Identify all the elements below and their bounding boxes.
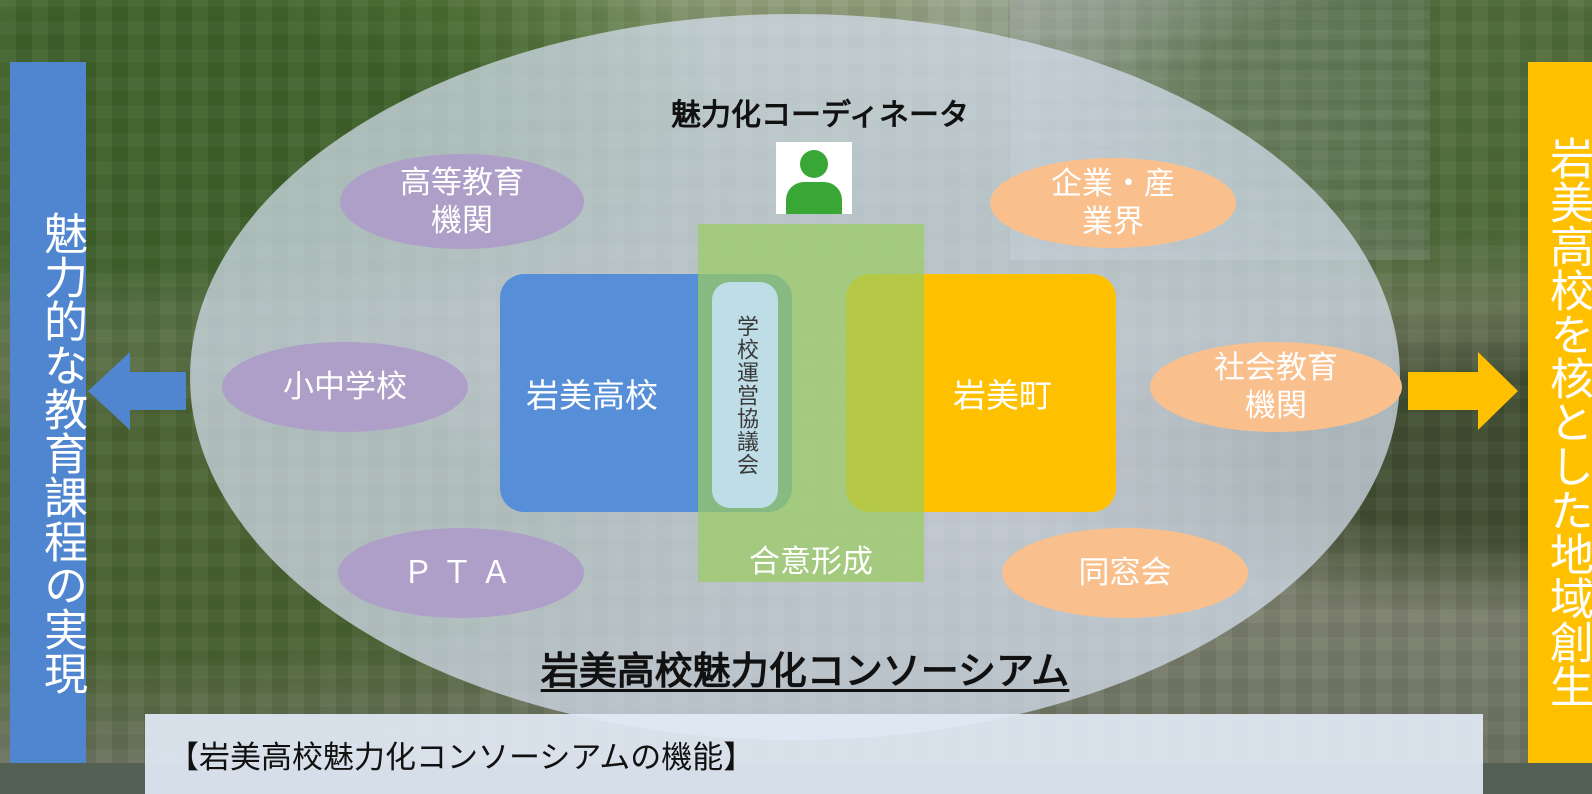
person-icon [776,142,852,214]
pta-bubble: ＰＴＡ [338,528,584,618]
right-banner-text: 岩美高校を核とした地域創生 [1542,135,1592,708]
alumni-bubble: 同窓会 [1002,528,1248,618]
consensus-label: 合意形成 [749,544,873,580]
school-council-label: 学校運営協議会 [712,282,778,508]
left-banner-text: 魅力的な教育課程の実現 [36,210,87,695]
person-head [800,150,828,178]
person-body [786,182,842,214]
iwami-town-label: 岩美町 [953,376,1052,415]
left-banner: 魅力的な教育課程の実現 [10,62,87,763]
consortium-title: 岩美高校魅力化コンソーシアム [540,649,1070,693]
left-arrow-icon [88,352,186,430]
right-banner: 岩美高校を核とした地域創生 [1528,62,1592,763]
right-arrow-icon [1408,352,1518,430]
iwami-high-school-label: 岩美高校 [526,376,658,415]
elementary-junior-high-bubble: 小中学校 [222,342,468,432]
social-education-bubble: 社会教育 機関 [1150,342,1402,432]
industry-bubble: 企業・産 業界 [990,158,1236,248]
higher-education-bubble: 高等教育 機関 [340,154,584,249]
function-heading: 【岩美高校魅力化コンソーシアムの機能】 [168,740,755,776]
